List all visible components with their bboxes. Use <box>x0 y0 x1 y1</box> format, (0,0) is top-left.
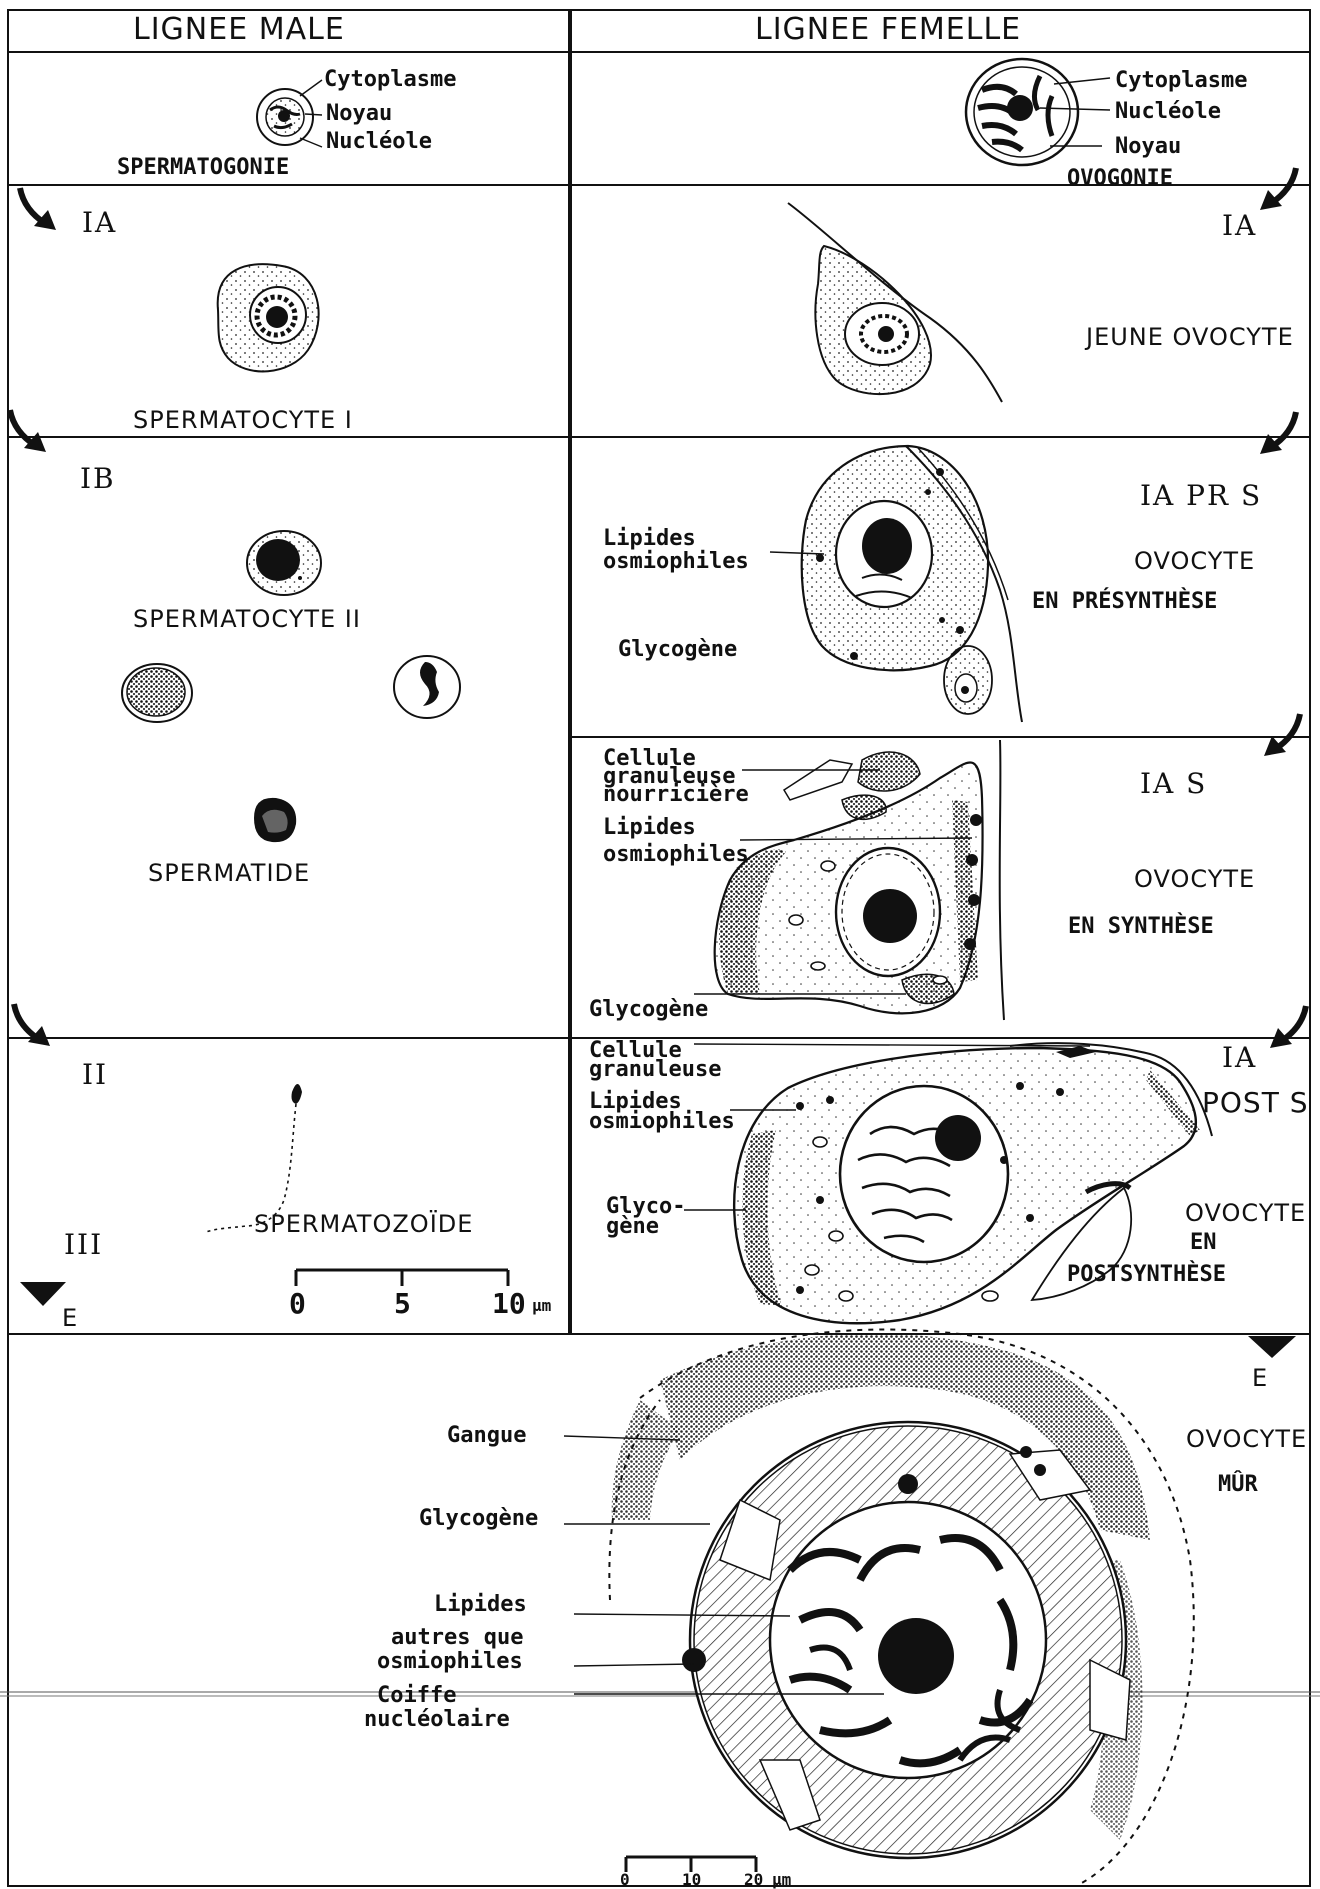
spermatogonie-cell <box>257 80 322 147</box>
curved-arrow-icon <box>14 1004 50 1046</box>
spermatogonie-label-nucleole: Nucléole <box>326 131 432 153</box>
male-stage-ib: IB <box>80 465 116 493</box>
postsynthese-title-2: EN <box>1190 1232 1217 1254</box>
spermatide-cell <box>254 798 296 842</box>
male-scale-tick-5: 5 <box>394 1290 411 1318</box>
spermatocyte2-title: SPERMATOCYTE II <box>133 607 361 631</box>
header-female: LIGNEE FEMELLE <box>755 15 1021 45</box>
male-stage-iii: III <box>64 1231 103 1259</box>
female-scale-tick-20: 20 <box>744 1872 763 1888</box>
mur-title-1: OVOCYTE <box>1186 1427 1307 1451</box>
jeune-stage: IA <box>1222 212 1257 240</box>
dividing-cell-left <box>122 664 192 722</box>
mur-label-glycogene: Glycogène <box>419 1508 538 1530</box>
spermatozoide-title: SPERMATOZOÏDE <box>254 1212 473 1236</box>
synthese-title-2: EN SYNTHÈSE <box>1068 916 1214 938</box>
curved-arrow-icon <box>10 410 46 452</box>
synthese-label-nourriciere: nourricière <box>603 784 749 806</box>
down-arrow-icon <box>20 1282 66 1306</box>
synthese-title-1: OVOCYTE <box>1134 867 1255 891</box>
postsynthese-title-1: OVOCYTE <box>1185 1201 1306 1225</box>
presynthese-stage: IA PR S <box>1140 482 1262 510</box>
female-scale-tick-0: 0 <box>620 1872 630 1888</box>
down-arrow-icon <box>1248 1336 1296 1358</box>
postsynthese-label-osmiophiles: osmiophiles <box>589 1111 735 1133</box>
presynthese-title-1: OVOCYTE <box>1134 549 1255 573</box>
curved-arrow-icon <box>1270 1006 1306 1048</box>
mur-label-nucleolaire: nucléolaire <box>364 1709 510 1731</box>
curved-arrow-icon <box>1260 412 1296 454</box>
male-scale-tick-0: 0 <box>289 1290 306 1318</box>
mur-label-gangue: Gangue <box>447 1425 526 1447</box>
ovogonie-label-noyau: Noyau <box>1115 136 1181 158</box>
male-arrow-e-label: E <box>62 1306 78 1330</box>
male-stage-ia: IA <box>82 209 117 237</box>
postsynthese-stage-1: IA <box>1222 1044 1257 1072</box>
curved-arrow-icon <box>20 188 56 230</box>
ovocyte-presynthese-cell <box>770 446 1022 722</box>
synthese-stage: IA S <box>1140 770 1207 798</box>
ovogonie-label-nucleole: Nucléole <box>1115 101 1221 123</box>
male-scale-tick-10: 10 <box>492 1290 526 1318</box>
jeune-ovocyte-cell <box>788 203 1002 402</box>
male-stage-ii: II <box>82 1061 108 1089</box>
spermatogonie-label-noyau: Noyau <box>326 103 392 125</box>
mur-title-2: MÛR <box>1218 1474 1258 1496</box>
postsynthese-stage-2: POST S <box>1202 1089 1308 1117</box>
spermatocyte1-title: SPERMATOCYTE I <box>133 408 353 432</box>
mur-label-lipides: Lipides <box>434 1594 527 1616</box>
ovogonie-title: OVOGONIE <box>1067 168 1173 190</box>
presynthese-title-2: EN PRÉSYNTHÈSE <box>1032 591 1217 613</box>
ovogonie-cell <box>966 59 1110 165</box>
presynthese-label-osmiophiles: osmiophiles <box>603 551 749 573</box>
postsynthese-label-granuleuse: granuleuse <box>589 1059 721 1081</box>
ovocyte-mur-cell <box>564 1330 1194 1884</box>
mur-label-coiffe: Coiffe <box>377 1685 456 1707</box>
mur-label-autres: autres que <box>391 1627 523 1649</box>
jeune-ovocyte-title: JEUNE OVOCYTE <box>1086 325 1294 349</box>
presynthese-label-glycogene: Glycogène <box>618 639 737 661</box>
synthese-label-osmiophiles: osmiophiles <box>603 844 749 866</box>
male-scale-bar <box>296 1270 508 1286</box>
header-male: LIGNEE MALE <box>133 15 345 45</box>
spermatocyte2-cell <box>247 531 321 595</box>
spermatocyte1-cell <box>218 264 319 371</box>
spermatogonie-title: SPERMATOGONIE <box>117 157 289 179</box>
presynthese-label-lipides: Lipides <box>603 528 696 550</box>
male-scale-unit: µm <box>532 1298 551 1314</box>
ovogonie-label-cytoplasme: Cytoplasme <box>1115 70 1247 92</box>
postsynthese-title-3: POSTSYNTHÈSE <box>1067 1264 1226 1286</box>
curved-arrow-icon <box>1260 168 1296 210</box>
synthese-label-lipides: Lipides <box>603 817 696 839</box>
female-scale-tick-10: 10 <box>682 1872 701 1888</box>
spermatide-title: SPERMATIDE <box>148 861 310 885</box>
spermatogonie-label-cytoplasme: Cytoplasme <box>324 69 456 91</box>
mur-label-osmiophiles: osmiophiles <box>377 1651 523 1673</box>
female-scale-unit: µm <box>772 1872 791 1888</box>
dividing-cell-right <box>394 656 460 718</box>
postsynthese-label-gene: gène <box>606 1216 659 1238</box>
curved-arrow-icon <box>1264 714 1300 756</box>
mur-arrow-e-label: E <box>1252 1366 1268 1390</box>
synthese-label-glycogene: Glycogène <box>589 999 708 1021</box>
